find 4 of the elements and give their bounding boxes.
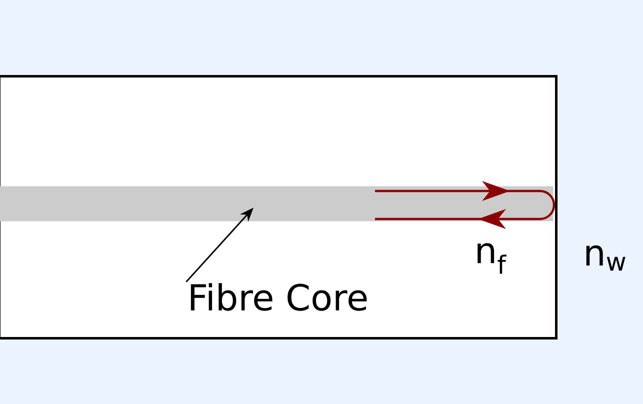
refractive-index-label: n$_{f}$ xyxy=(478,243,506,274)
core-bar xyxy=(0,186,554,222)
refractive-index-label: n$_{w}$ xyxy=(586,245,626,271)
core-label: Fibre Core xyxy=(190,283,367,311)
